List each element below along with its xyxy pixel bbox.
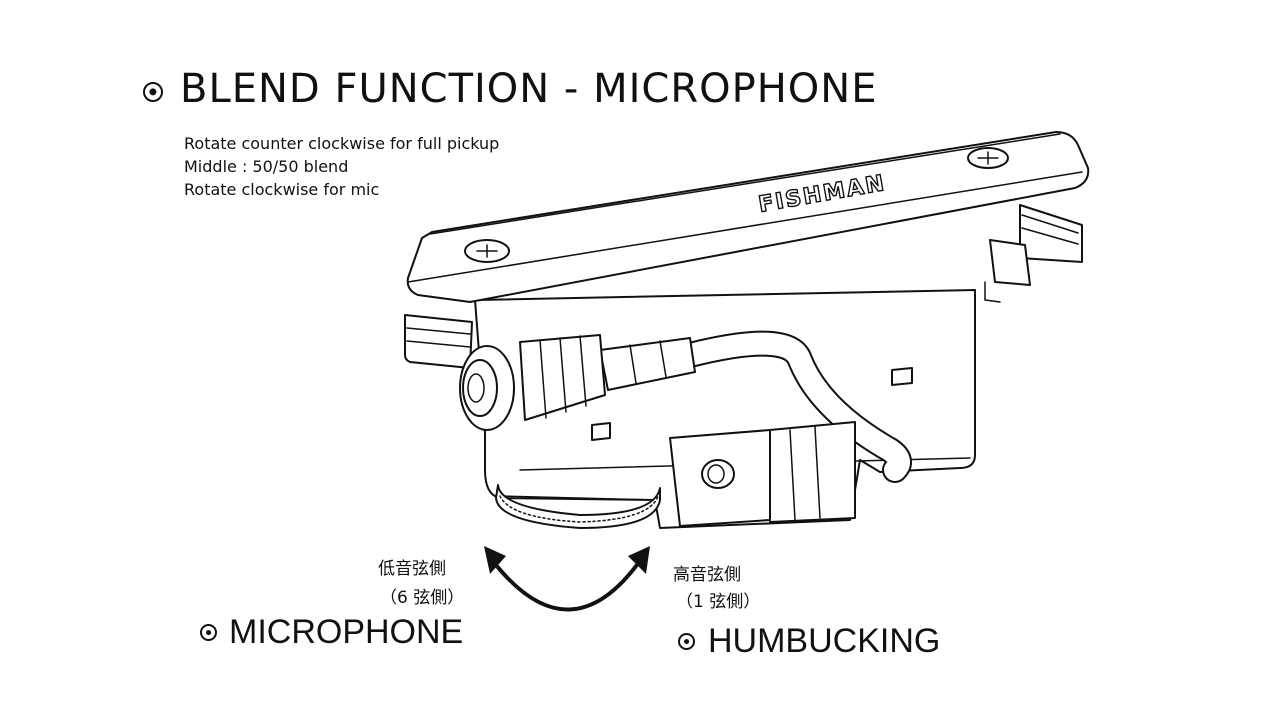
right-bracket (989, 239, 1031, 286)
left-clamp (404, 314, 473, 369)
humbucking-bullet-icon (678, 633, 695, 650)
screw-right-icon (967, 147, 1009, 169)
instruction-ccw: Rotate counter clockwise for full pickup (184, 134, 500, 153)
screw-left-icon (464, 239, 510, 263)
rotation-arrow (490, 556, 644, 612)
microphone-mode-label: MICROPHONE (229, 613, 464, 651)
top-cover (406, 131, 1090, 303)
instruction-cw: Rotate clockwise for mic (184, 180, 380, 199)
bass-side-string-label: （6 弦側） (380, 588, 465, 608)
jack-icon (701, 459, 735, 489)
page-title: BLEND FUNCTION - MICROPHONE (180, 66, 878, 112)
blend-knob (495, 484, 661, 529)
arrow-head-left-icon (484, 546, 506, 574)
instruction-middle: Middle : 50/50 blend (184, 157, 349, 176)
treble-side-string-label: （1 弦側） (676, 592, 761, 612)
right-clamp (1019, 204, 1083, 263)
humbucking-mode-label: HUMBUCKING (708, 622, 941, 660)
treble-side-label: 高音弦側 (673, 565, 741, 585)
title-bullet-icon (143, 82, 163, 102)
arrow-head-right-icon (628, 546, 650, 574)
bass-side-label: 低音弦側 (378, 559, 446, 579)
microphone-bullet-icon (200, 624, 217, 641)
